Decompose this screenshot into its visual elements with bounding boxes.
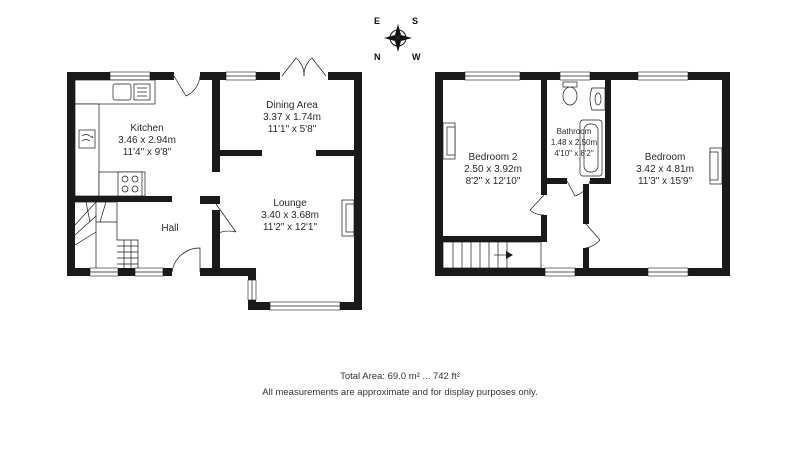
kitchen-imperial: 11'4" x 9'8" [123,147,172,158]
bedroom2-name: Bedroom 2 [469,152,518,163]
kitchen-name: Kitchen [130,123,163,134]
compass-s-label: S [412,16,418,26]
lounge-metric: 3.40 x 3.68m [261,210,319,221]
ground-floor-plan: Kitchen 3.46 x 2.94m 11'4" x 9'8" Dining… [67,57,362,311]
dining-name: Dining Area [266,100,318,111]
lounge-imperial: 11'2" x 12'1" [263,222,318,233]
compass-rose: E S N W [374,16,421,62]
bathroom-imperial: 4'10" x 8'2" [554,149,594,158]
lounge-name: Lounge [273,198,307,209]
total-area-text: Total Area: 69.0 m² ... 742 ft² [340,371,460,382]
bedroom2-imperial: 8'2" x 12'10" [466,176,521,187]
bathroom-name: Bathroom [557,127,592,136]
disclaimer-text: All measurements are approximate and for… [262,387,538,398]
compass-w-label: W [412,52,421,62]
bedroom-metric: 3.42 x 4.81m [636,164,694,175]
compass-n-label: N [374,52,381,62]
first-floor-plan: Bedroom 2 2.50 x 3.92m 8'2" x 12'10" Bat… [435,71,730,277]
first-floor-staircase [442,241,542,269]
compass-e-label: E [374,16,380,26]
ground-floor-staircase [74,201,139,268]
bedroom-name: Bedroom [645,152,686,163]
kitchen-metric: 3.46 x 2.94m [118,135,176,146]
bathroom-metric: 1.48 x 2.50m [551,138,598,147]
bedroom2-metric: 2.50 x 3.92m [464,164,522,175]
bedroom-imperial: 11'3" x 15'9" [638,176,693,187]
dining-metric: 3.37 x 1.74m [263,112,321,123]
dining-imperial: 11'1" x 5'8" [268,124,317,135]
hall-name: Hall [161,223,178,234]
